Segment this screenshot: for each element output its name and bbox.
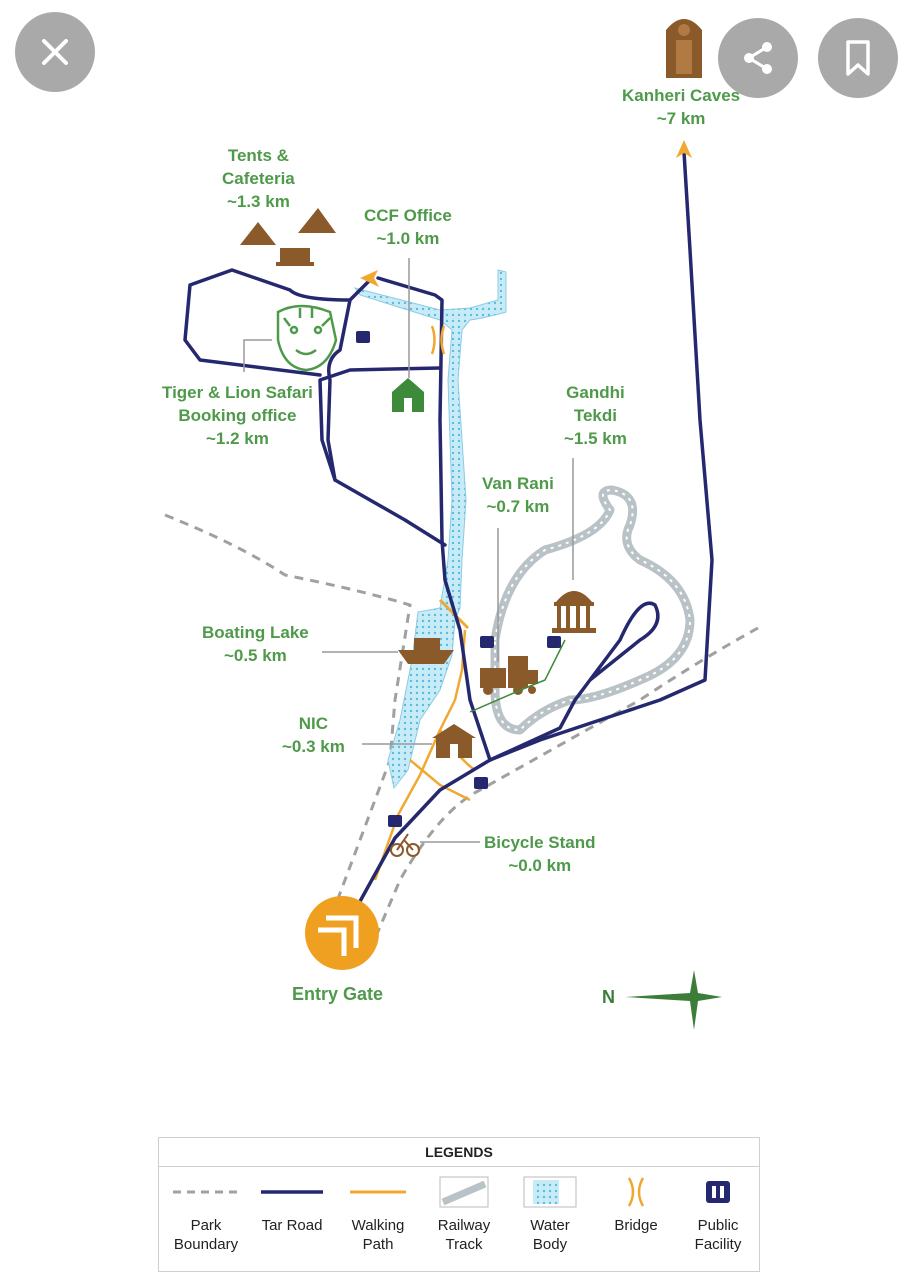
railway-track	[490, 485, 695, 735]
nic-icon	[432, 724, 476, 758]
compass-icon	[625, 970, 722, 1030]
close-button[interactable]	[15, 12, 95, 92]
park-boundary	[164, 513, 412, 921]
label-nic: NIC~0.3 km	[282, 714, 345, 756]
railway-track-swatch	[439, 1176, 489, 1208]
label-north: N	[602, 987, 615, 1007]
close-icon	[42, 39, 68, 65]
legend-item-tar-road: Tar Road	[249, 1168, 335, 1268]
bookmark-button[interactable]	[818, 18, 898, 98]
share-icon	[744, 42, 772, 74]
water-body	[353, 269, 507, 790]
gandhi-tekdi-icon	[552, 591, 596, 633]
van-rani-icon	[480, 656, 538, 695]
legend-title: LEGENDS	[159, 1138, 759, 1167]
arrow-kanheri	[676, 140, 692, 158]
tiger-icon	[276, 304, 338, 372]
public-facility-icon	[356, 331, 561, 827]
legend-item-bridge: Bridge	[593, 1168, 679, 1268]
water-body-swatch	[523, 1176, 577, 1208]
kanheri-statue-icon	[666, 19, 702, 78]
public-facility-swatch	[706, 1181, 730, 1203]
tents-icon	[240, 208, 336, 266]
label-tents: Tents &Cafeteria~1.3 km	[222, 146, 295, 211]
tar-road	[183, 150, 714, 907]
label-ccf-office: CCF Office~1.0 km	[364, 206, 452, 248]
park-boundary-swatch	[173, 1190, 239, 1194]
boat-icon	[398, 638, 454, 664]
label-entry-gate: Entry Gate	[292, 984, 384, 1004]
entry-gate-icon	[305, 896, 379, 970]
ccf-office-icon	[392, 378, 424, 412]
bicycle-icon	[390, 833, 420, 857]
tar-road-swatch	[261, 1190, 323, 1194]
label-kanheri: Kanheri Caves~7 km	[622, 86, 741, 128]
walking-path-swatch	[350, 1190, 406, 1194]
bridge-swatch	[627, 1177, 645, 1207]
label-van-rani: Van Rani~0.7 km	[482, 474, 554, 516]
label-boating-lake: Boating Lake~0.5 km	[202, 623, 309, 665]
label-bicycle-stand: Bicycle Stand~0.0 km	[484, 833, 596, 875]
bookmark-icon	[846, 40, 870, 76]
share-button[interactable]	[718, 18, 798, 98]
arrow-west	[360, 270, 379, 287]
bridge	[430, 325, 446, 355]
